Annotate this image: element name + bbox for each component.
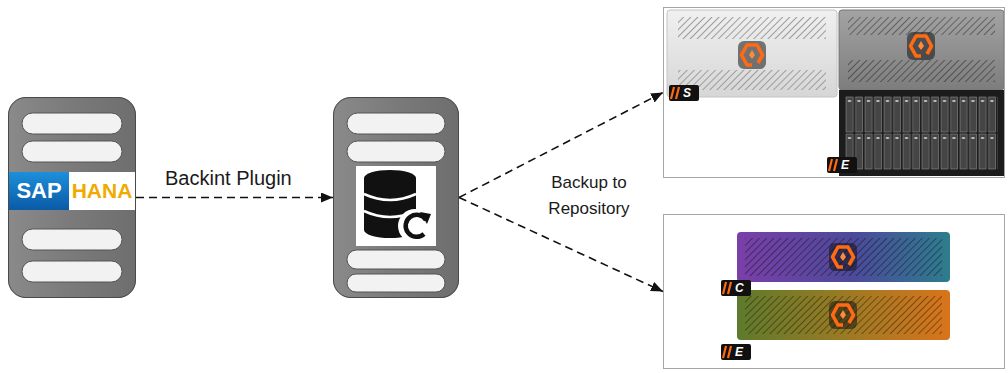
storage-panel: CE [663,214,1005,369]
badge-slashes [721,280,733,296]
model-badge: C [721,280,751,296]
flow-label: Backup to Repository [537,170,641,222]
badge-letter: E [839,157,851,173]
dashed-connector [136,197,333,199]
badge-slashes [669,85,681,101]
badge-letter: E [733,344,745,360]
storage-panel: SE [663,7,1005,178]
badge-letter: S [681,85,693,101]
badge-slashes [721,344,733,360]
edge-label: Backint Plugin [162,166,295,190]
backup-server-box [333,97,459,298]
logo-text: SAP [9,172,69,210]
badge-slashes [827,157,839,173]
model-badge: E [827,157,857,173]
server-box: SAPHANA [8,97,136,298]
badge-letter: C [733,280,746,296]
model-badge: E [721,344,751,360]
logo-text: HANA [69,172,135,210]
model-badge: S [669,85,699,101]
